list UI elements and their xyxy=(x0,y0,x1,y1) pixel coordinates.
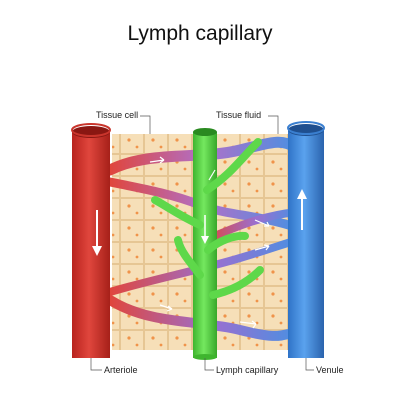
label-venule: Venule xyxy=(316,365,344,375)
label-tissue-cell: Tissue cell xyxy=(96,110,139,120)
arteriole-vessel xyxy=(71,123,111,358)
label-lymph-capillary: Lymph capillary xyxy=(216,365,279,375)
lymph-capillary-vessel xyxy=(151,128,264,360)
leader-lines xyxy=(90,115,314,371)
label-arteriole: Arteriole xyxy=(104,365,138,375)
diagram-title: Lymph capillary xyxy=(127,22,273,45)
label-tissue-fluid: Tissue fluid xyxy=(216,110,262,120)
venule-vessel xyxy=(287,121,325,358)
flow-arrows xyxy=(149,156,270,329)
